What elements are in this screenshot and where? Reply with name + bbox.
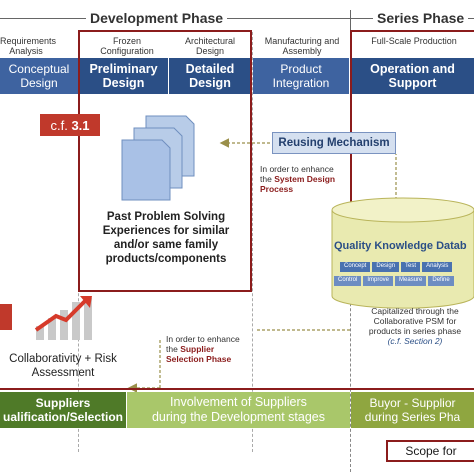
reusing-note-process: Process xyxy=(260,184,294,194)
stage-separator xyxy=(252,32,253,452)
chip: Improve xyxy=(363,276,394,286)
stage-sub-label: Full-Scale Production xyxy=(371,36,457,46)
phase-bracket-line xyxy=(0,18,474,19)
chip: Analysis xyxy=(422,262,453,272)
stage-operation-support: Operation and Support xyxy=(351,58,474,94)
reusing-note: In order to enhance the System Design Pr… xyxy=(260,164,360,194)
supplier-note-prefix: the xyxy=(166,344,181,354)
chip: Control xyxy=(334,276,362,286)
involvement-box: Involvement of Suppliers during the Deve… xyxy=(127,392,350,428)
database-cylinder-icon xyxy=(331,197,474,309)
development-phase-title: Development Phase xyxy=(86,10,228,26)
supplier-note-emphasis: Supplier xyxy=(180,344,215,354)
buyor-line1: Buyor - Supplior xyxy=(369,396,456,410)
documents-icon xyxy=(121,115,195,201)
series-phase-title: Series Phase xyxy=(373,10,469,26)
stage-product-integration: Product Integration xyxy=(253,58,349,94)
collab-line2: Assessment xyxy=(31,367,95,379)
caption-line: products in series phase xyxy=(368,326,462,336)
involvement-line2: during the Development stages xyxy=(151,410,326,424)
chip: Measure xyxy=(395,276,427,286)
stage-detailed-design: Detailed Design xyxy=(169,58,251,94)
caption-line: Collaborative PSM for xyxy=(373,316,457,326)
reusing-note-emphasis: System Design xyxy=(274,174,336,184)
cf-number: 3.1 xyxy=(71,117,90,133)
database-caption: Capitalized through the Collaborative PS… xyxy=(356,306,474,346)
database-title: Quality Knowledge Datab xyxy=(334,240,467,252)
reusing-note-prefix: the xyxy=(260,174,275,184)
involvement-line1: Involvement of Suppliers xyxy=(170,395,307,409)
stage-sub-label: Architectural Design xyxy=(184,36,236,56)
chip: Define xyxy=(428,276,454,286)
reusing-note-line2: the System Design xyxy=(260,174,360,184)
suppliers-qualification-box: Suppliers ualification/Selection xyxy=(0,392,126,428)
stage-sub-label: Frozen Configuration xyxy=(100,36,154,56)
stage-preliminary-design: Preliminary Design xyxy=(79,58,168,94)
stage-sub-label: Manufacturing and Assembly xyxy=(264,36,340,56)
database-chips-row2: Control Improve Measure Define xyxy=(334,276,474,286)
cf-prefix: c.f. xyxy=(50,117,68,133)
stage-conceptual-design: Conceptual Design xyxy=(0,58,78,94)
buyor-line2: during Series Pha xyxy=(364,410,461,424)
phase-divider-tick xyxy=(350,10,351,32)
supplier-note: In order to enhance the Supplier Selecti… xyxy=(166,334,266,364)
chip: Design xyxy=(372,262,400,272)
cf-section-badge: c.f. 3.1 xyxy=(40,114,100,136)
chip: Concept xyxy=(340,262,371,272)
collab-text: Collaborativity + Risk Assessment xyxy=(0,352,126,380)
supplier-arrow xyxy=(127,340,161,393)
caption-reference: (c.f. Section 2) xyxy=(387,336,443,346)
buyer-supplier-box: Buyor - Supplior during Series Pha xyxy=(351,392,474,428)
stage-sub-label: Requirements Analysis xyxy=(0,36,57,56)
reusing-note-line1: In order to enhance xyxy=(260,164,334,174)
reusing-mechanism-box: Reusing Mechanism xyxy=(272,132,396,154)
growth-chart-icon xyxy=(34,296,92,340)
caption-line: Capitalized through the xyxy=(371,306,459,316)
supplier-marker xyxy=(0,304,12,330)
supplier-note-phase: Selection Phase xyxy=(166,354,232,364)
design-scope-frame xyxy=(78,30,252,292)
bottom-scope-line xyxy=(0,388,474,390)
chip: Test xyxy=(401,262,421,272)
suppliers-line2: ualification/Selection xyxy=(2,410,124,424)
scope-label: Scope for xyxy=(386,440,474,462)
database-chips-row1: Concept Design Test Analysis xyxy=(340,262,474,272)
collab-line1: Collaborativity + Risk xyxy=(9,353,117,365)
supplier-note-line1: In order to enhance xyxy=(166,334,240,344)
past-problem-text: Past Problem Solving Experiences for sim… xyxy=(102,211,230,265)
suppliers-line1: Suppliers xyxy=(35,396,91,410)
